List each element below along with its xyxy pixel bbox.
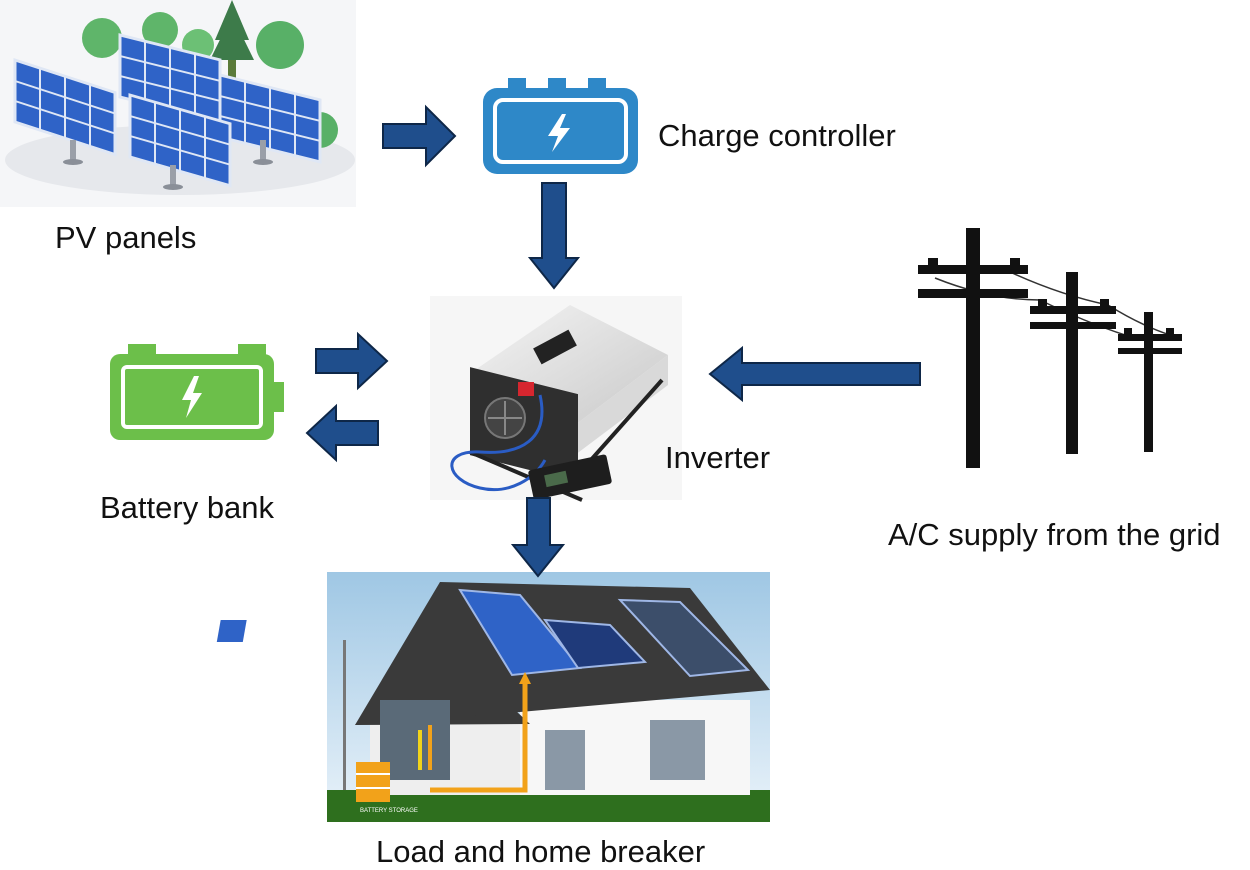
arrow-battery-to-inverter — [315, 331, 389, 391]
arrow-inverter-to-battery — [305, 403, 379, 463]
load-label: Load and home breaker — [376, 834, 706, 869]
power-poles-icon — [918, 228, 1182, 468]
house-icon: BATTERY STORAGE — [216, 572, 770, 822]
arrow-grid-to-inverter — [708, 345, 921, 403]
charge-controller-icon — [483, 78, 638, 174]
grid-supply-label: A/C supply from the grid — [888, 517, 1221, 552]
arrow-controller-to-inverter — [527, 182, 581, 290]
arrow-pv-to-controller — [382, 104, 457, 168]
arrow-inverter-to-load — [510, 497, 566, 578]
battery-bank-label: Battery bank — [100, 490, 275, 525]
battery-storage-text: BATTERY STORAGE — [360, 808, 418, 814]
solar-panels-icon — [0, 0, 356, 207]
battery-icon — [110, 344, 284, 440]
pv-panels-label: PV panels — [55, 220, 197, 255]
inverter-icon — [430, 296, 682, 502]
inverter-label: Inverter — [665, 440, 771, 475]
charge-controller-label: Charge controller — [658, 118, 896, 153]
